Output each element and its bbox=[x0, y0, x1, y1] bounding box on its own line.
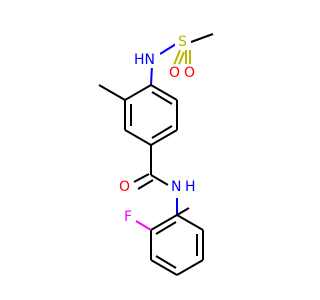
bond-ring-c4-c5 bbox=[124, 129, 152, 146]
sulfur-label: S bbox=[178, 34, 187, 50]
bond-s-methyl bbox=[190, 33, 214, 43]
bond-ring2-f bbox=[135, 220, 152, 231]
bond-c-o-a bbox=[133, 173, 150, 183]
bond-ring2-c4-c5 bbox=[150, 259, 178, 276]
bond-nh-s bbox=[159, 43, 177, 55]
bond-ring2-c1-c2 bbox=[176, 214, 204, 231]
hydrogen-amide-label: H bbox=[185, 179, 196, 195]
bond-c-n bbox=[150, 174, 169, 186]
bond-ring-c1-c2-inner bbox=[151, 91, 173, 105]
bond-c-o-b bbox=[137, 179, 154, 190]
bond-ring2-c3-c4 bbox=[176, 259, 204, 276]
atom-labels: HN S O O O N H F bbox=[118, 32, 199, 225]
bond-ring2-c6-c1 bbox=[150, 214, 178, 231]
bond-s-o-left-a bbox=[173, 49, 181, 66]
nh-label: HN bbox=[134, 52, 155, 68]
oxygen-amide-label: O bbox=[119, 179, 130, 195]
oxygen-right-label: O bbox=[184, 65, 195, 81]
bond-ring-c3-c4 bbox=[150, 129, 178, 146]
bonds bbox=[98, 33, 214, 276]
bond-ring2-c6-c1-inner bbox=[155, 221, 177, 235]
bond-ring-methyl bbox=[98, 84, 126, 101]
bond-c-f bbox=[176, 207, 190, 216]
fluorine-label: F bbox=[124, 209, 132, 225]
structure-diagram: HN S O O O N H F bbox=[98, 32, 214, 276]
bond-ring-c1-c2 bbox=[150, 84, 178, 101]
oxygen-left-label: O bbox=[169, 65, 180, 81]
bond-ring-c3-c4-inner bbox=[151, 125, 173, 139]
bond-ring-c6-c1 bbox=[124, 84, 152, 101]
bond-ring2-c4-c5-inner bbox=[155, 255, 177, 269]
nitrogen-amide-label: N bbox=[171, 179, 181, 195]
bond-ring-nh bbox=[150, 65, 153, 86]
